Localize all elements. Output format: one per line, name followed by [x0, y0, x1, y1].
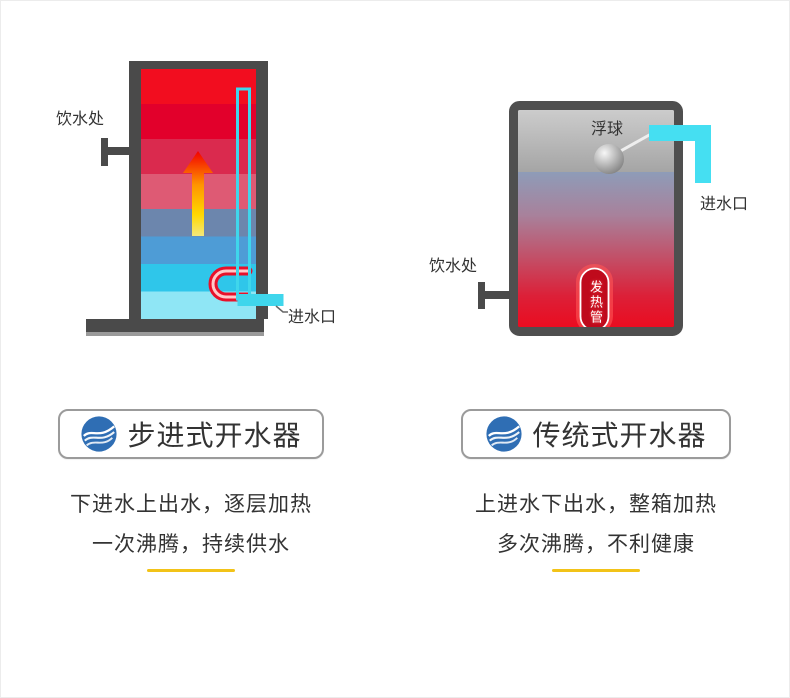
- step-boiler-diagram: [86, 61, 288, 336]
- float-ball-label: 浮球: [591, 121, 624, 138]
- left-badge-title: 步进式开水器: [127, 420, 302, 451]
- inlet-leader-line: [275, 305, 288, 313]
- left-drink-point-label: 饮水处: [56, 111, 105, 128]
- brand-logo-icon: [81, 416, 118, 452]
- heat-rise-arrow: [183, 151, 213, 236]
- faucet-icon: [101, 138, 130, 166]
- faucet-icon: [478, 282, 510, 309]
- right-desc-line2: 多次沸腾，不利健康: [497, 533, 695, 556]
- heating-tube-label: 发热管: [588, 280, 603, 325]
- inlet-pipe: [649, 125, 711, 183]
- left-accent-underline: [147, 569, 235, 572]
- tank-base-lip: [86, 332, 264, 336]
- left-desc-line1: 下进水上出水，逐层加热: [70, 493, 312, 516]
- traditional-boiler-diagram: [478, 101, 711, 336]
- right-badge-title: 传统式开水器: [532, 420, 707, 451]
- left-badge: 步进式开水器: [58, 409, 324, 459]
- tank-base: [86, 319, 264, 332]
- right-drink-point-label: 饮水处: [429, 258, 478, 275]
- float-ball-icon: [594, 144, 624, 174]
- inlet-pipe: [236, 87, 284, 306]
- left-desc-line2: 一次沸腾，持续供水: [92, 533, 290, 556]
- heating-element-icon: [208, 266, 253, 302]
- right-accent-underline: [552, 569, 640, 572]
- float-arm: [615, 132, 653, 155]
- right-desc-line1: 上进水下出水，整箱加热: [475, 493, 717, 516]
- left-description: 下进水上出水，逐层加热 一次沸腾，持续供水: [31, 485, 351, 565]
- right-description: 上进水下出水，整箱加热 多次沸腾，不利健康: [436, 485, 756, 565]
- left-inlet-label: 进水口: [288, 309, 337, 326]
- tank-frame: [509, 101, 683, 336]
- right-inlet-label: 进水口: [700, 196, 749, 213]
- tank-walls: [129, 61, 268, 319]
- brand-logo-icon: [486, 416, 523, 452]
- right-badge: 传统式开水器: [461, 409, 731, 459]
